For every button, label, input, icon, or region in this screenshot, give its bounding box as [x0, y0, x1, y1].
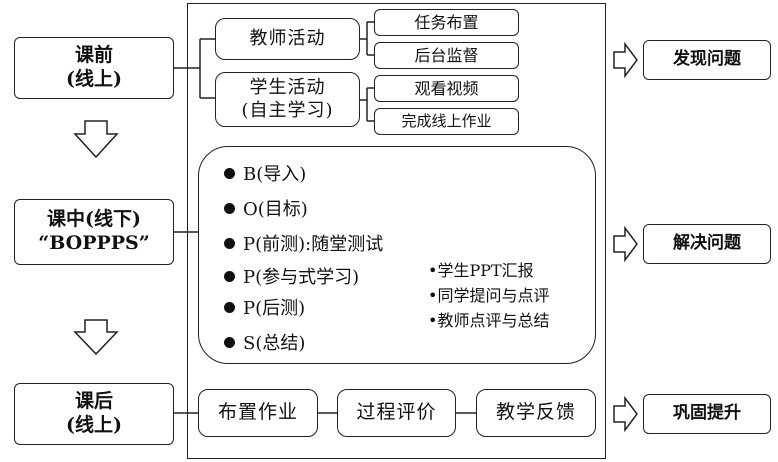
bullet-icon — [224, 237, 235, 249]
boppps-item-o: O(目标) — [224, 195, 308, 221]
teacher-activity-box: 教师活动 — [215, 18, 360, 60]
boppps-item-s: S(总结) — [224, 329, 305, 355]
outcome-consolidate-label: 巩固提升 — [673, 403, 741, 424]
bullet-icon — [224, 167, 235, 179]
watch-video-label: 观看视频 — [414, 78, 479, 98]
online-homework-label: 完成线上作业 — [401, 112, 492, 131]
boppps-box — [198, 146, 596, 364]
in-class-title: 课中(线下) — [47, 208, 141, 231]
bullet-icon — [224, 202, 235, 214]
detail-teacher-review: •教师点评与总结 — [428, 311, 550, 330]
post-class-subtitle: (线上) — [66, 414, 122, 436]
process-evaluation-label: 过程评价 — [356, 401, 437, 424]
teaching-feedback-box: 教学反馈 — [476, 389, 596, 437]
student-activity-label: 学生活动 — [249, 77, 326, 98]
post-class-title: 课后 — [74, 390, 113, 413]
detail-peer-question: •同学提问与点评 — [428, 286, 550, 305]
boppps-item-b: B(导入) — [224, 160, 306, 186]
outcome-solve-box: 解决问题 — [643, 224, 771, 264]
in-class-subtitle: “BOPPPS” — [38, 232, 150, 254]
assign-homework-box: 布置作业 — [198, 389, 318, 437]
bullet-icon — [224, 270, 235, 282]
detail-student-ppt: •学生PPT汇报 — [428, 261, 534, 280]
student-activity-note: (自主学习) — [241, 99, 334, 121]
task-assign-label: 任务布置 — [414, 12, 479, 32]
watch-video-box: 观看视频 — [374, 75, 519, 102]
pre-class-box: 课前 (线上) — [14, 37, 174, 99]
backend-monitor-box: 后台监督 — [374, 42, 519, 69]
teacher-activity-label: 教师活动 — [249, 27, 326, 49]
teaching-feedback-label: 教学反馈 — [495, 401, 576, 424]
boppps-item-post-test: P(后测) — [224, 294, 305, 320]
activity-frame — [187, 3, 606, 459]
backend-monitor-label: 后台监督 — [414, 45, 479, 65]
outcome-discover-box: 发现问题 — [643, 40, 771, 80]
outcome-solve-label: 解决问题 — [673, 233, 741, 254]
task-assign-box: 任务布置 — [374, 9, 519, 36]
boppps-item-pre-test: P(前测):随堂测试 — [224, 230, 383, 256]
student-activity-box: 学生活动 (自主学习) — [215, 72, 360, 127]
process-evaluation-box: 过程评价 — [337, 389, 456, 437]
outcome-discover-label: 发现问题 — [673, 49, 741, 70]
pre-class-title: 课前 — [74, 44, 113, 67]
bullet-icon — [224, 301, 235, 313]
online-homework-box: 完成线上作业 — [374, 108, 519, 135]
outcome-consolidate-box: 巩固提升 — [643, 394, 771, 434]
assign-homework-label: 布置作业 — [217, 401, 298, 424]
boppps-item-participatory: P(参与式学习) — [224, 263, 359, 289]
post-class-box: 课后 (线上) — [14, 383, 174, 445]
in-class-box: 课中(线下) “BOPPPS” — [14, 199, 174, 265]
pre-class-subtitle: (线上) — [66, 68, 122, 90]
bullet-icon — [224, 336, 235, 348]
